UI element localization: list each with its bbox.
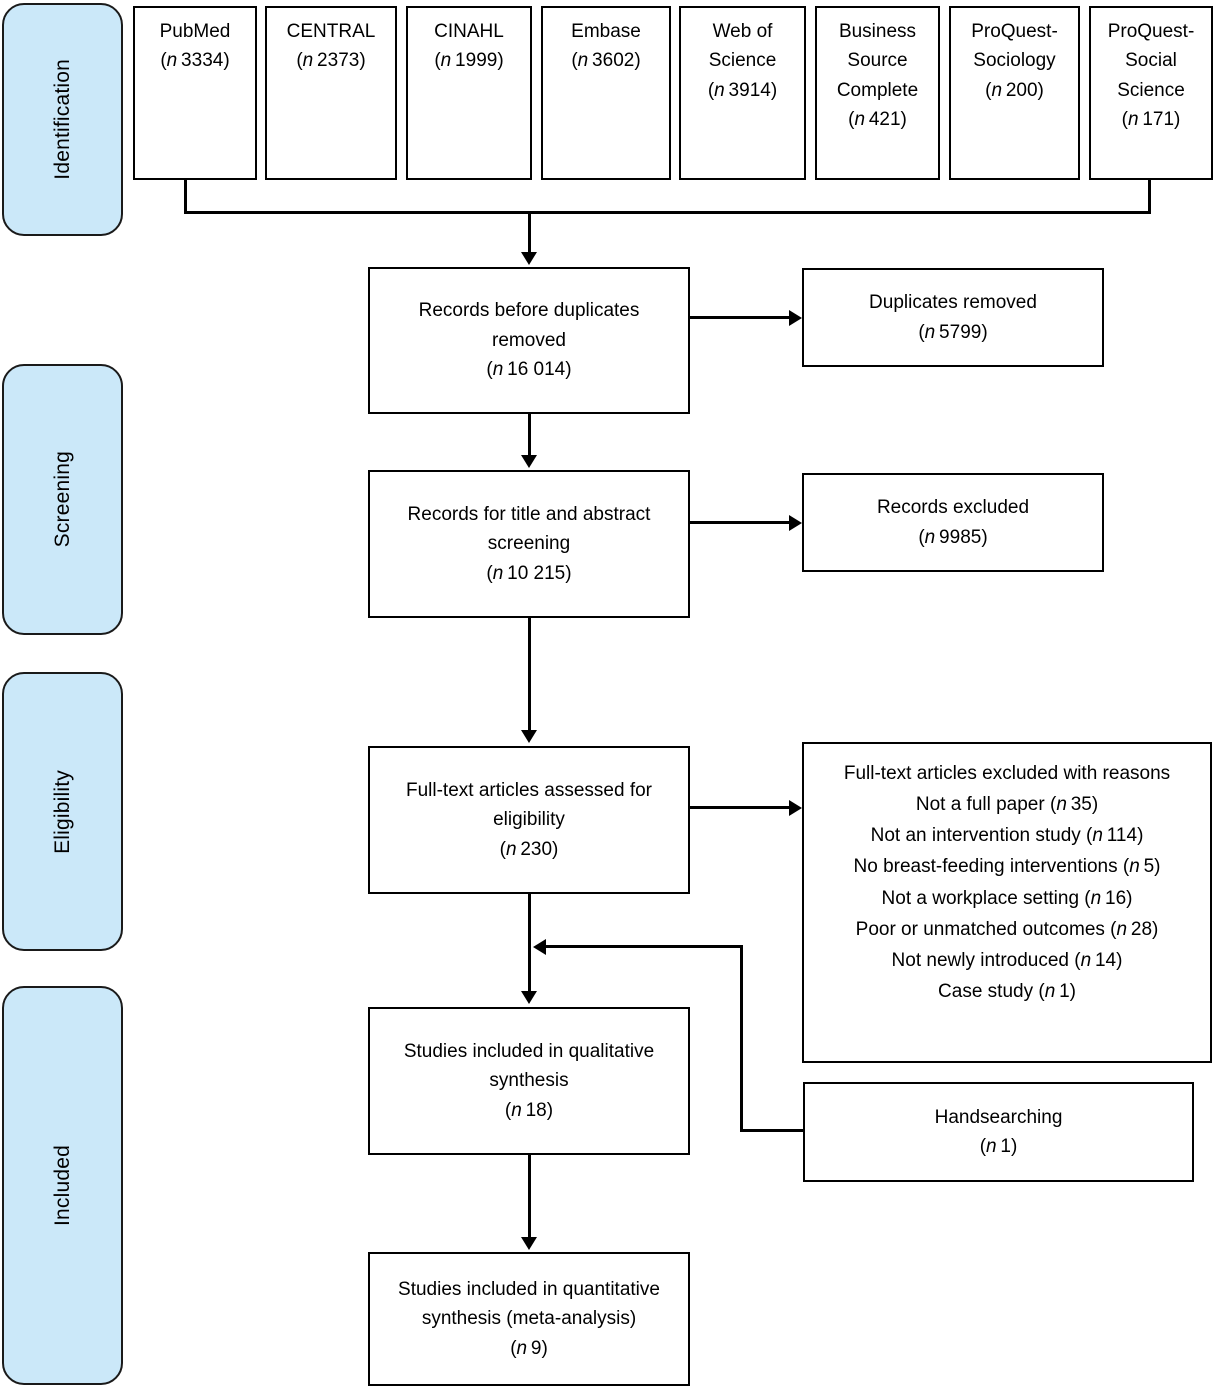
source-count-embase: (n 3602) [571,50,641,72]
connector-to-fulltext-assessed [528,618,531,732]
source-name-central: CENTRAL [286,21,376,42]
duplicates-removed-line1: Duplicates removed [869,292,1037,314]
source-box-proquest-sociology: ProQuest-Sociology (n 200) [949,6,1080,180]
fulltext-excluded-reason-7: Case study (n 1) [938,981,1076,1003]
source-box-cinahl: CINAHL (n 1999) [406,6,532,180]
arrowhead-to-records-screening [521,455,537,468]
stage-label-screening: Screening [50,451,74,548]
connector-merge-left-stub [184,180,187,214]
connector-to-quantitative-synthesis [528,1155,531,1239]
duplicates-removed-count: (n 5799) [918,321,988,343]
connector-merge-bar [184,211,1151,214]
stage-pill-included: Included [2,986,123,1385]
qualitative-synthesis-line1: Studies included in qualitative [403,1040,655,1062]
records-before-duplicates-line1: Records before duplicates [418,300,640,322]
box-duplicates-removed: Duplicates removed (n 5799) [802,268,1104,367]
arrowhead-to-records-before-duplicates [521,252,537,265]
stage-label-included: Included [50,1145,74,1226]
connector-to-records-excluded [690,521,791,524]
source-name-cinahl: CINAHL [434,21,504,42]
source-name-business-source-complete: Business Source Complete [836,21,919,101]
connector-handsearching-vertical [740,945,743,1132]
records-excluded-count: (n 9985) [918,526,988,548]
box-qualitative-synthesis: Studies included in qualitative synthesi… [368,1007,690,1155]
source-count-business-source-complete: (n 421) [848,109,907,131]
records-before-duplicates-line2: removed [492,329,566,351]
box-records-excluded: Records excluded (n 9985) [802,473,1104,572]
records-excluded-line1: Records excluded [876,497,1030,519]
fulltext-assessed-line2: eligibility [493,809,565,831]
connector-to-fulltext-excluded [690,806,791,809]
qualitative-synthesis-line2: synthesis [489,1070,569,1092]
stage-pill-screening: Screening [2,364,123,635]
stage-pill-identification: Identification [2,3,123,236]
handsearching-count: (n 1) [979,1136,1018,1157]
source-count-central: (n 2373) [296,50,366,72]
fulltext-excluded-reason-6: Not newly introduced (n 14) [891,949,1123,971]
source-box-business-source-complete: Business Source Complete (n 421) [815,6,940,180]
source-count-web-of-science: (n 3914) [707,79,778,101]
connector-handsearching-horizontal-upper [546,945,743,948]
source-count-pubmed: (n 3334) [160,50,230,72]
source-count-proquest-sociology: (n 200) [985,79,1044,101]
records-screening-line2: screening [487,533,571,555]
connector-to-duplicates-removed [690,316,791,319]
arrowhead-to-records-excluded [789,515,802,531]
fulltext-excluded-reason-1: Not a full paper (n 35) [915,794,1099,816]
fulltext-excluded-reason-5: Poor or unmatched outcomes (n 28) [855,918,1159,940]
connector-handsearching-horizontal-lower [740,1129,804,1132]
arrowhead-handsearching-into-spine [533,939,546,955]
source-name-proquest-sociology: ProQuest-Sociology [971,21,1058,72]
fulltext-excluded-reason-3: No breast-feeding interventions (n 5) [853,856,1161,878]
quantitative-synthesis-line2: synthesis (meta-analysis) [421,1308,637,1330]
handsearching-line1: Handsearching [934,1106,1063,1128]
box-quantitative-synthesis: Studies included in quantitative synthes… [368,1252,690,1386]
fulltext-excluded-reason-2: Not an intervention study (n 114) [870,825,1144,847]
box-records-screening: Records for title and abstract screening… [368,470,690,618]
connector-merge-right-stub [1148,180,1151,214]
quantitative-synthesis-count: (n 9) [510,1337,548,1359]
arrowhead-to-quantitative-synthesis [521,1237,537,1250]
arrowhead-to-fulltext-excluded [789,800,802,816]
connector-merge-to-records-before-duplicates [528,211,531,254]
source-name-pubmed: PubMed [159,21,231,42]
source-box-embase: Embase (n 3602) [541,6,671,180]
stage-label-eligibility: Eligibility [50,769,74,854]
records-before-duplicates-count: (n 16 014) [486,359,572,381]
stage-pill-eligibility: Eligibility [2,672,123,951]
fulltext-assessed-line1: Full-text articles assessed for [405,779,653,801]
qualitative-synthesis-count: (n 18) [504,1099,554,1121]
box-handsearching: Handsearching (n 1) [803,1082,1194,1182]
arrowhead-to-fulltext-assessed [521,730,537,743]
source-box-central: CENTRAL (n 2373) [265,6,397,180]
stage-label-identification: Identification [50,59,74,180]
source-name-web-of-science: Web of Science [708,21,777,72]
source-name-embase: Embase [571,21,641,42]
box-fulltext-assessed: Full-text articles assessed for eligibil… [368,746,690,894]
box-records-before-duplicates: Records before duplicates removed (n 16 … [368,267,690,414]
arrowhead-to-qualitative-synthesis [521,991,537,1004]
records-screening-count: (n 10 215) [486,562,572,584]
connector-to-qualitative-synthesis [528,894,531,993]
source-box-web-of-science: Web of Science (n 3914) [679,6,806,180]
source-name-proquest-social-science: ProQuest-Social Science [1107,21,1195,101]
arrowhead-to-duplicates-removed [789,310,802,326]
fulltext-assessed-count: (n 230) [499,838,559,860]
source-box-pubmed: PubMed (n 3334) [133,6,257,180]
quantitative-synthesis-line1: Studies included in quantitative [398,1278,660,1300]
records-screening-line1: Records for title and abstract [407,503,651,525]
source-count-cinahl: (n 1999) [434,50,504,72]
fulltext-excluded-reason-4: Not a workplace setting (n 16) [881,887,1133,909]
source-box-proquest-social-science: ProQuest-Social Science (n 171) [1089,6,1213,180]
box-fulltext-excluded: Full-text articles excluded with reasons… [802,742,1212,1063]
connector-to-records-screening [528,414,531,457]
source-count-proquest-social-science: (n 171) [1121,109,1181,131]
fulltext-excluded-heading: Full-text articles excluded with reasons [843,763,1171,784]
